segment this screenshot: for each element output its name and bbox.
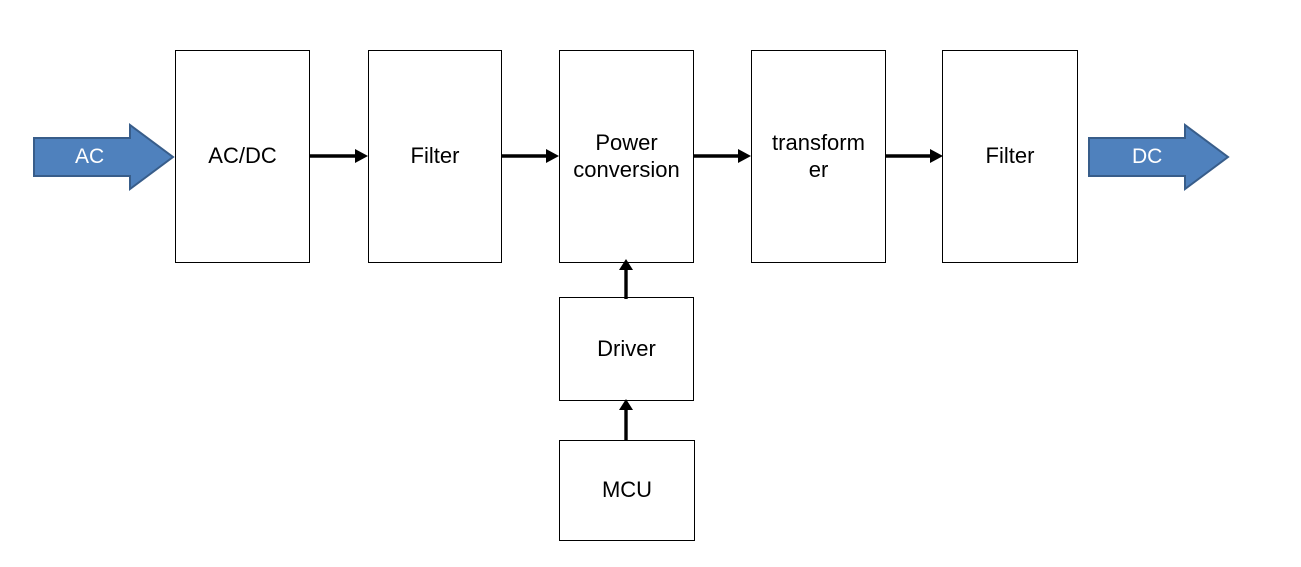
connector-acdc-to-filter-input — [310, 147, 370, 165]
block-filter-output[interactable]: Filter — [942, 50, 1078, 263]
block-power-conversion[interactable]: Power conversion — [559, 50, 694, 263]
block-mcu-label: MCU — [601, 477, 653, 503]
block-power-conversion-label: Power conversion — [573, 129, 680, 182]
block-filter-output-label: Filter — [985, 143, 1035, 169]
block-driver-label: Driver — [597, 335, 656, 361]
ac-input-label: AC — [75, 145, 105, 168]
connector-power-conversion-to-transformer — [694, 147, 754, 165]
block-acdc-label: AC/DC — [208, 143, 277, 169]
block-acdc[interactable]: AC/DC — [175, 50, 310, 263]
connector-filter-input-to-power-conversion — [502, 147, 562, 165]
ac-input-arrow — [33, 123, 175, 191]
dc-output-label: DC — [1132, 145, 1163, 168]
block-driver[interactable]: Driver — [559, 297, 694, 401]
block-filter-input-label: Filter — [410, 143, 460, 169]
block-filter-input[interactable]: Filter — [368, 50, 502, 263]
connector-driver-to-power-conversion — [617, 259, 635, 299]
connector-mcu-to-driver — [617, 399, 635, 441]
block-mcu[interactable]: MCU — [559, 440, 695, 541]
dc-output-arrow — [1088, 123, 1230, 191]
block-transformer[interactable]: transform er — [751, 50, 886, 263]
block-transformer-label: transform er — [772, 129, 865, 182]
connector-transformer-to-filter-output — [886, 147, 946, 165]
